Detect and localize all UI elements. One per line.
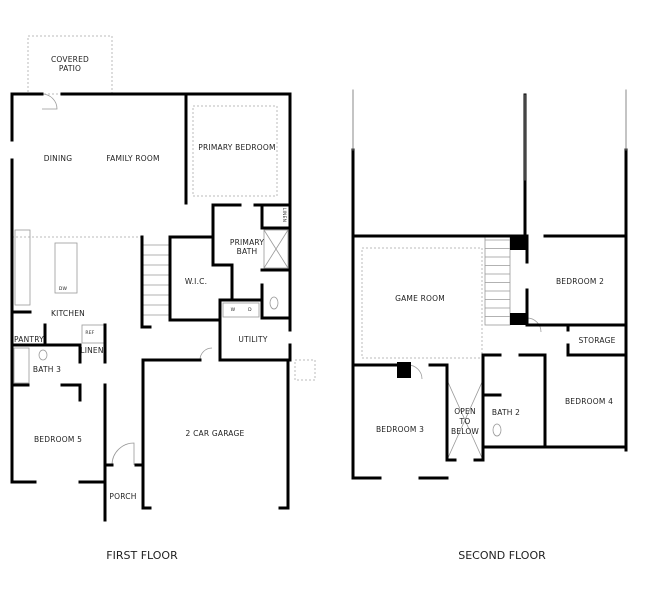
tray-ceiling-outline — [192, 105, 278, 197]
walls — [10, 89, 628, 522]
open-below-x — [446, 379, 484, 461]
fixtures-and-doors — [13, 93, 542, 466]
chimney-blocks — [397, 236, 526, 378]
door-swing — [111, 442, 135, 466]
chimney-block — [510, 313, 526, 325]
room-label-covered-patio: COVERED — [51, 55, 89, 64]
room-label-kitchen: KITCHEN — [51, 309, 85, 318]
room-label-open-to-below: BELOW — [451, 427, 479, 436]
room-label-bath-3: BATH 3 — [33, 365, 61, 374]
fixture-washer: W — [231, 307, 236, 313]
room-label-game-room: GAME ROOM — [395, 294, 445, 303]
kitchen-island — [54, 242, 78, 294]
room-label-primary-bath: BATH — [237, 247, 258, 256]
bathtub — [13, 347, 30, 384]
door-swing — [526, 317, 542, 333]
room-label-utility: UTILITY — [238, 335, 267, 344]
room-label-bath-2: BATH 2 — [492, 408, 520, 417]
first-floor-labels: COVERED PATIO DINING FAMILY ROOM PRIMARY… — [14, 55, 287, 501]
room-label-wic: W.I.C. — [185, 277, 207, 286]
tray-ceiling-outline — [361, 247, 483, 359]
chimney-block — [510, 236, 526, 250]
dashed-outlines — [12, 35, 483, 381]
room-label-family-room: FAMILY ROOM — [106, 154, 159, 163]
room-label-porch: PORCH — [109, 492, 136, 501]
room-label-open-to-below: TO — [459, 417, 471, 426]
door-swing — [41, 93, 58, 110]
fixture-ref: REF — [85, 330, 94, 336]
room-label-primary-bedroom: PRIMARY BEDROOM — [198, 143, 275, 152]
kitchen-counter — [14, 229, 31, 306]
fixture-dryer: D — [248, 307, 252, 313]
toilet — [492, 423, 502, 437]
fixture-dw: DW — [59, 286, 68, 292]
room-label-covered-patio: PATIO — [59, 64, 81, 73]
room-label-open-to-below: OPEN — [454, 407, 476, 416]
first-floor-title: FIRST FLOOR — [106, 549, 178, 562]
room-label-bedroom-2: BEDROOM 2 — [556, 277, 604, 286]
second-floor-title: SECOND FLOOR — [458, 549, 546, 562]
room-label-primary-bath: PRIMARY — [230, 238, 264, 247]
toilet — [38, 349, 48, 361]
room-label-storage: STORAGE — [578, 336, 615, 345]
staircase — [484, 235, 511, 326]
room-label-linen-primary: LINEN — [281, 208, 287, 222]
second-floor-labels: GAME ROOM BEDROOM 2 STORAGE BEDROOM 4 BA… — [376, 277, 615, 436]
shower — [263, 229, 289, 269]
chimney-block — [397, 362, 411, 378]
toilet — [269, 296, 279, 310]
room-label-linen: LINEN — [80, 346, 103, 355]
room-label-dining: DINING — [44, 154, 72, 163]
room-label-bedroom-4: BEDROOM 4 — [565, 397, 613, 406]
room-label-garage: 2 CAR GARAGE — [186, 429, 245, 438]
room-label-bedroom-3: BEDROOM 3 — [376, 425, 424, 434]
shower-x — [263, 229, 289, 269]
washer-dryer — [222, 302, 260, 318]
room-label-bedroom-5: BEDROOM 5 — [34, 435, 82, 444]
room-label-pantry: PANTRY — [14, 335, 44, 344]
door-swing — [199, 347, 213, 361]
ac-pad — [294, 359, 316, 381]
